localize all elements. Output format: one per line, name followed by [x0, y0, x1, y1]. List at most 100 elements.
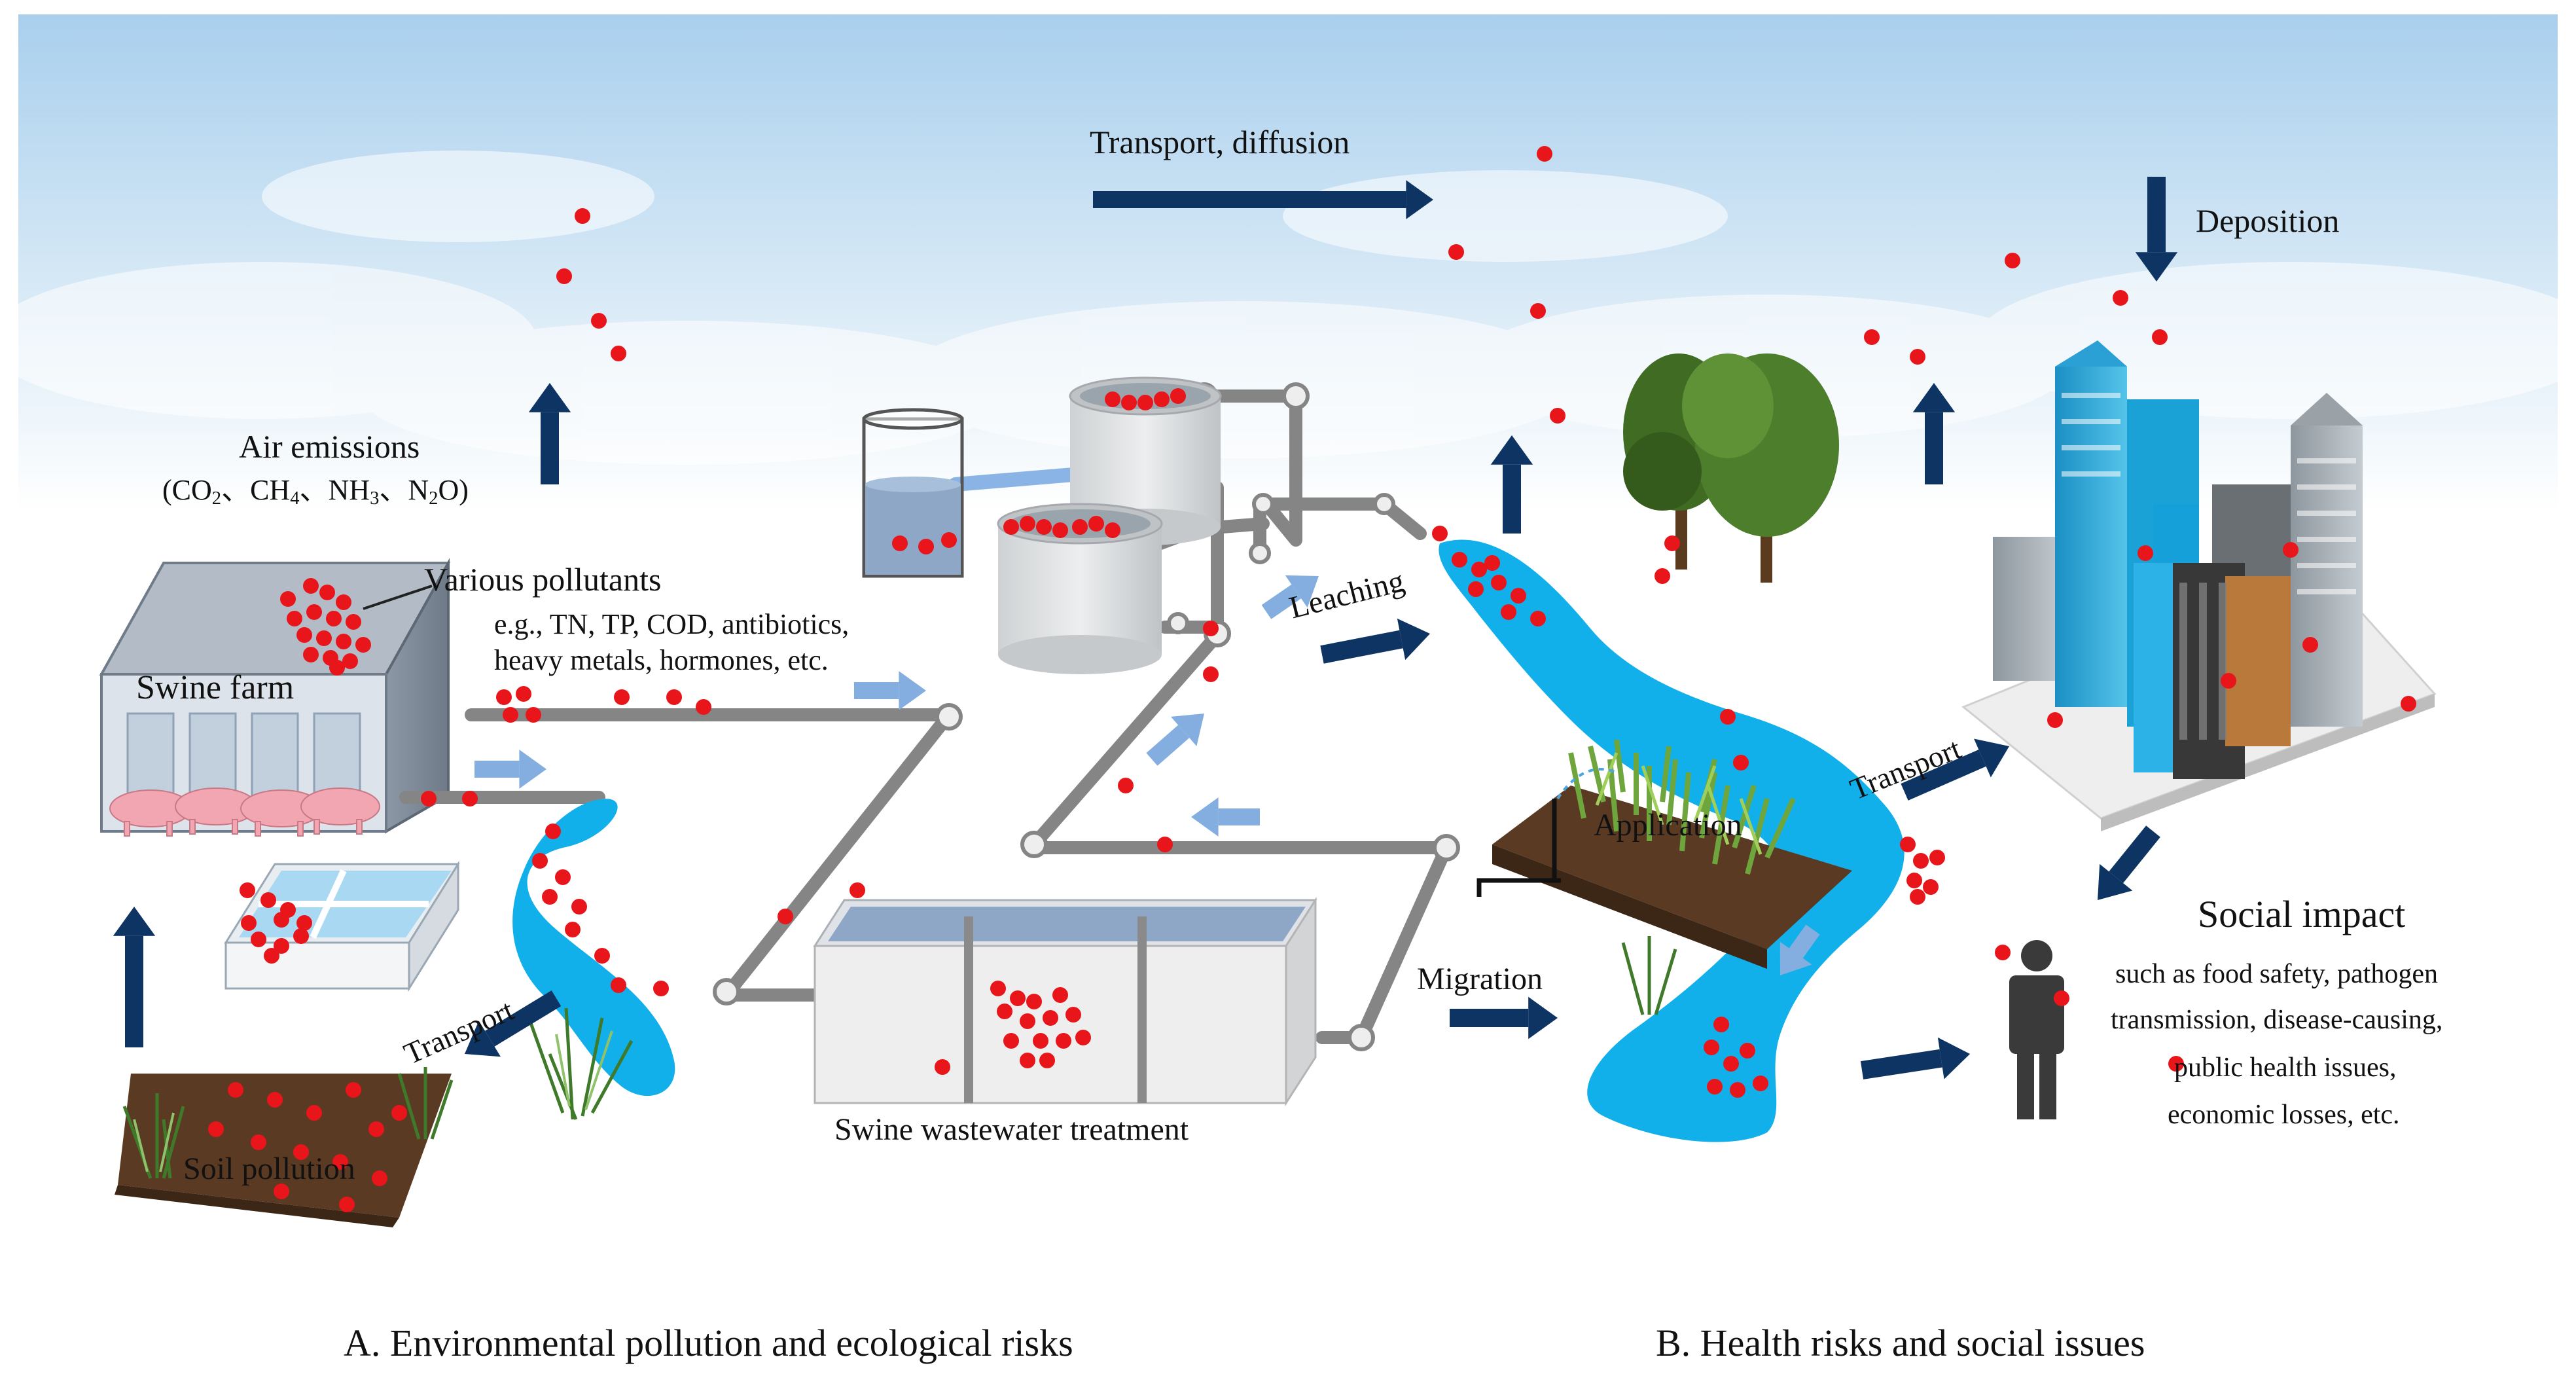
pollutant-dot: [319, 585, 335, 600]
pollutant-dot: [1995, 945, 2011, 960]
pollutant-dot: [1530, 303, 1546, 319]
gas-nh-sub: 3: [370, 488, 380, 509]
pollutant-dot: [339, 1197, 355, 1212]
pollutant-dot: [274, 1184, 289, 1199]
label-pollutants-line1: e.g., TN, TP, COD, antibiotics,: [494, 608, 850, 640]
pollutant-dot: [1020, 516, 1035, 532]
pollutant-dot: [293, 1144, 309, 1160]
flow-arrow-head: [1397, 618, 1430, 661]
pollutant-dot: [653, 981, 669, 996]
pollutant-dot: [614, 689, 630, 705]
flow-arrow-head: [1780, 941, 1812, 975]
label-social-line3: public health issues,: [2174, 1053, 2397, 1083]
pollutant-dot: [2047, 712, 2063, 728]
gas-n: N: [408, 474, 429, 506]
flow-arrow-shaft: [1320, 630, 1403, 664]
label-pollutants-line2: heavy metals, hormones, etc.: [494, 644, 829, 676]
pollutant-dot: [1105, 522, 1120, 538]
gas-close: ): [459, 474, 469, 506]
outlet-pipe: [948, 467, 1081, 492]
pollutant-dot: [462, 791, 478, 806]
pollutant-dot: [1913, 853, 1929, 869]
beaker-icon: [862, 408, 964, 578]
pollutant-dot: [1753, 1076, 1768, 1091]
pollutant-dot: [1468, 581, 1484, 597]
pollutant-dot: [1530, 611, 1546, 626]
pipe-joints: [713, 382, 1460, 1051]
pollutant-dot: [1910, 889, 1925, 905]
pollutant-dot: [260, 892, 276, 908]
pollutant-dot: [565, 922, 581, 937]
pollutant-dot: [997, 1004, 1012, 1019]
treatment-tank: [813, 896, 1317, 1107]
pollutant-dot: [267, 1092, 283, 1108]
flow-arrow-shaft: [2109, 825, 2160, 883]
caption-b: B. Health risks and social issues: [1656, 1322, 2145, 1364]
pollutant-dot: [303, 578, 319, 594]
pollutant-dot: [1036, 519, 1052, 535]
pollutant-dot: [241, 915, 257, 931]
pollutant-dot: [611, 977, 626, 993]
flow-arrow-head: [1171, 714, 1204, 746]
pollutant-dot: [1723, 1056, 1739, 1072]
pollutant-dot: [1026, 994, 1042, 1009]
flow-arrow-shaft: [1860, 1049, 1942, 1079]
pollutant-dot: [696, 699, 711, 715]
pollutant-dot: [935, 1059, 950, 1075]
pollutant-dot: [2152, 329, 2168, 345]
pollutant-dot: [316, 630, 332, 646]
flow-arrow-shaft: [1901, 750, 1986, 801]
pollutant-dot: [296, 627, 312, 643]
flow-arrow-head: [1912, 383, 1956, 412]
pollutant-dot: [850, 882, 865, 898]
label-social-line2: transmission, disease-causing,: [2111, 1005, 2443, 1035]
pollutant-dot: [1740, 1043, 1755, 1059]
pollutant-dot: [2401, 696, 2416, 712]
pollutant-dot: [1010, 990, 1026, 1006]
label-soil-pollution: Soil pollution: [183, 1151, 355, 1186]
pollutant-dot: [1704, 1040, 1719, 1055]
pollutant-dot: [1052, 522, 1068, 538]
pollutant-dot: [1033, 1033, 1048, 1049]
pollutant-dot: [240, 882, 255, 898]
pollutant-dot: [1056, 1033, 1071, 1049]
swine-farm-building: [99, 558, 451, 837]
pollutant-dot: [1452, 552, 1467, 568]
flow-arrow-head: [465, 1021, 501, 1057]
pollutant-dot: [1910, 349, 1925, 365]
flow-arrow-shaft: [1789, 924, 1820, 958]
pollutant-dot: [778, 909, 793, 924]
label-social-line1: such as food safety, pathogen: [2115, 959, 2438, 989]
flow-arrow-head: [1191, 797, 1219, 837]
gas-nh: NH: [328, 474, 370, 506]
pollutant-dot: [1072, 519, 1088, 535]
pollutant-dot: [1713, 1017, 1729, 1032]
pollutant-dot: [918, 539, 934, 554]
flow-arrow-head: [1285, 575, 1319, 608]
pollutant-dot: [1448, 244, 1464, 260]
pollutant-dot: [336, 634, 351, 649]
pollutant-dot: [2005, 253, 2020, 268]
gas-sep1: 、: [221, 474, 251, 506]
pollutant-dot: [287, 611, 302, 626]
pollutant-dot: [2283, 542, 2299, 558]
pollutant-dot: [368, 1121, 384, 1137]
pollutant-dot: [346, 1082, 361, 1098]
flow-arrow-head: [519, 750, 546, 789]
pollutant-dots: [208, 146, 2416, 1212]
pollutant-dot: [516, 686, 531, 702]
pollutant-dot: [1203, 621, 1219, 636]
pollutant-dot: [1157, 837, 1173, 852]
pollutant-dot: [264, 948, 279, 964]
pollutant-dot: [594, 948, 610, 964]
pollutant-dot: [1121, 395, 1137, 410]
pollutant-dot: [1075, 1030, 1091, 1045]
pollutant-dot: [571, 899, 587, 914]
label-swine-wastewater-treatment: Swine wastewater treatment: [834, 1112, 1189, 1147]
pollutant-dot: [503, 707, 518, 723]
pollutant-dot: [280, 591, 296, 607]
caption-a: A. Environmental pollution and ecologica…: [344, 1322, 1073, 1364]
gas-sep2: 、: [299, 474, 329, 506]
pollutant-dot: [372, 1170, 387, 1186]
